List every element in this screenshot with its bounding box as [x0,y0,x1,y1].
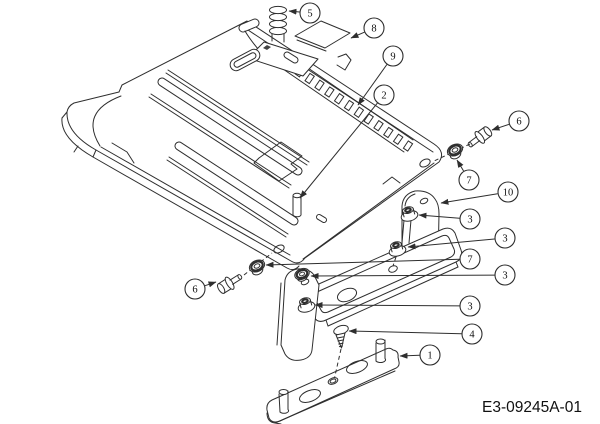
callout-number: 2 [381,91,386,102]
leader-line [407,238,495,250]
bracket-left-plate [280,268,320,361]
callout-number: 5 [307,9,312,20]
leader-line [456,159,465,172]
callout-7: 7 [265,248,481,270]
callout-number: 9 [390,52,395,63]
callout-balloon [459,248,481,270]
leader-line [299,102,378,199]
callout-number: 8 [371,24,376,35]
callout-balloon [494,264,516,286]
leader-line [204,281,217,288]
callout-4: 4 [348,323,483,345]
callout-balloon [461,323,483,345]
self-tapping-screw [333,324,349,379]
callout-6: 6 [184,278,217,300]
callout-balloon [363,17,385,39]
callout-1: 1 [399,344,441,366]
flange-nut [388,241,407,257]
callout-number: 4 [469,330,475,341]
screw-hole [327,377,339,385]
lever-grip [229,48,261,72]
leader-line [348,328,462,335]
spring-seat-hole [263,45,271,50]
callout-3: 3 [418,208,481,230]
spring [269,5,287,43]
callout-balloon [299,2,321,24]
callout-balloon [497,181,519,203]
pivot-pin [292,192,327,223]
callout-number: 3 [467,215,472,226]
callout-2: 2 [299,84,395,199]
bar-hole [299,389,321,403]
leader-line [288,8,300,15]
plate-bolt-hole [419,158,431,168]
callout-balloon [373,84,395,106]
callout-number: 6 [192,285,197,296]
leader-line [314,302,460,309]
callout-number: 7 [466,176,471,187]
leader-line [399,352,420,359]
plate-bolt-hole [273,244,285,254]
callout-layer: 5 8 9 2 6 7 10 3 3 7 3 3 4 1 6 [184,2,530,366]
part-number: E3-09245A-01 [482,399,582,416]
callout-balloon [494,227,516,249]
callout-3: 3 [310,264,516,286]
leader-line [440,193,498,205]
callout-balloon [382,45,404,67]
bar-pin [375,338,386,364]
callout-balloon [419,344,441,366]
shoulder-bolt-right [467,126,493,148]
ratchet-notch-row [284,59,414,152]
callout-3: 3 [314,295,481,317]
channel-hole [336,287,358,303]
callout-9: 9 [357,45,404,106]
leader-line [491,123,510,131]
callout-balloon [459,208,481,230]
callout-balloon [458,169,480,191]
bar-pin [278,389,290,414]
bushing-right [446,143,464,160]
callout-3: 3 [407,227,516,250]
flange-washer [294,267,310,282]
callout-8: 8 [350,17,385,39]
callout-6: 6 [491,110,530,132]
callout-10: 10 [440,181,519,205]
bar-hole [346,360,368,374]
shoulder-bolt-left [216,274,243,294]
leader-line [350,31,365,39]
callout-5: 5 [288,2,321,24]
callout-balloon [459,295,481,317]
callout-number: 7 [467,255,472,266]
callout-number: 6 [516,117,521,128]
leader-line [418,212,460,219]
mounting-bar [266,338,400,424]
latch-lever [229,20,352,77]
bar-outline [266,347,400,423]
flange-nut [297,297,316,313]
leader-line [265,258,460,268]
callout-number: 1 [427,351,432,362]
channel-hole [388,265,398,273]
callout-balloon [184,278,206,300]
callout-number: 3 [502,234,507,245]
bracket-channel [306,227,463,322]
callout-balloon [508,110,530,132]
callout-number: 10 [503,188,514,199]
callout-7: 7 [456,159,480,191]
seat-plate [61,18,443,271]
bushing-left [248,259,266,276]
callout-number: 3 [502,271,507,282]
leader-line [310,272,495,279]
leader-line [357,64,388,106]
flange-nut [400,206,419,222]
seat-bracket [276,190,463,361]
callout-number: 3 [467,302,472,313]
